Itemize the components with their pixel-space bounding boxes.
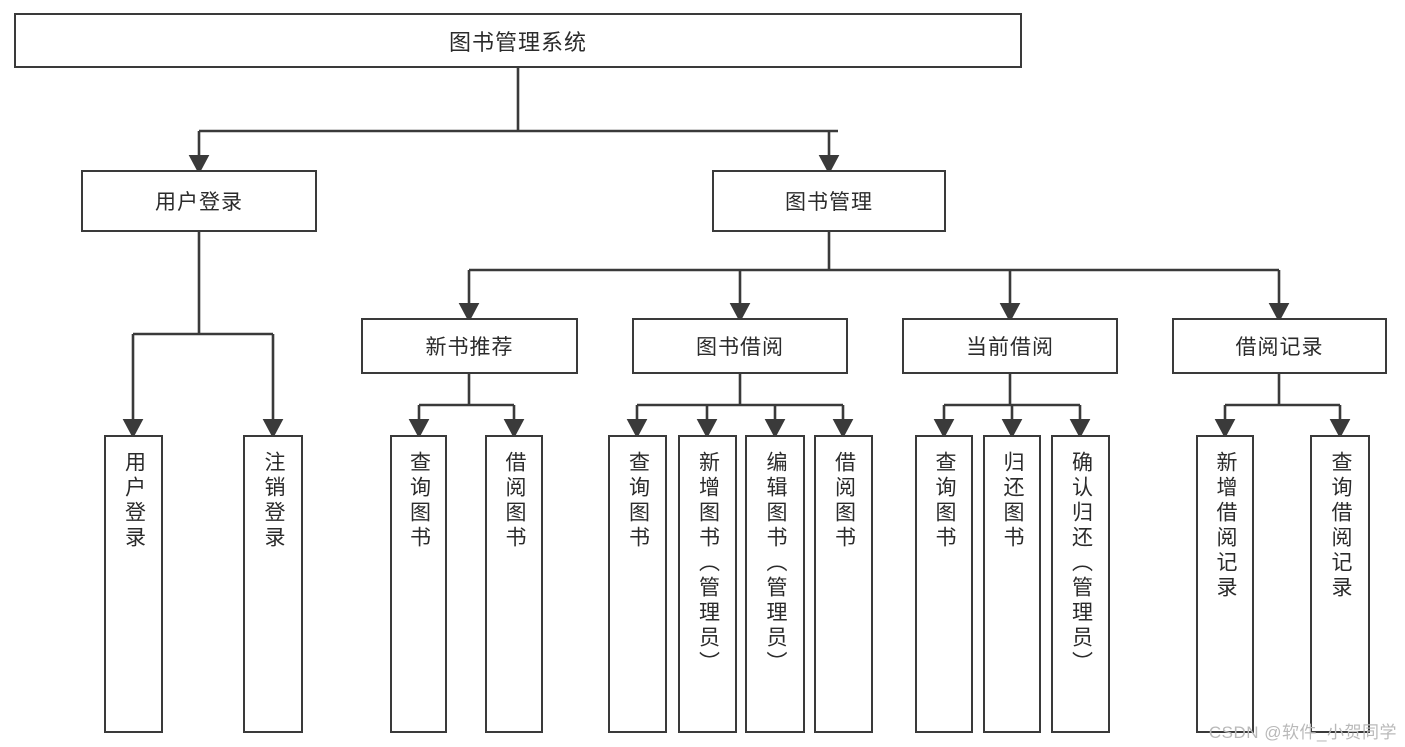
node-root-label: 图书管理系统 <box>448 29 587 55</box>
leaf-add-borrow-record[interactable]: 新增借阅记录 <box>1196 435 1254 733</box>
node-root[interactable]: 图书管理系统 <box>14 13 1022 68</box>
leaf-query-book-1-label: 查询图书 <box>407 451 431 551</box>
node-borrow-record[interactable]: 借阅记录 <box>1172 318 1387 374</box>
leaf-confirm-return[interactable]: 确认归还（管理员） <box>1051 435 1110 733</box>
leaf-user-login-label: 用户登录 <box>122 451 146 551</box>
leaf-borrow-book-1-label: 借阅图书 <box>503 451 527 551</box>
leaf-logout-label: 注销登录 <box>262 451 286 551</box>
leaf-query-book-2[interactable]: 查询图书 <box>608 435 667 733</box>
leaf-query-book-3[interactable]: 查询图书 <box>915 435 973 733</box>
leaf-confirm-return-label: 确认归还（管理员） <box>1069 451 1093 676</box>
node-new-book-recommend-label: 新书推荐 <box>425 336 514 359</box>
node-current-borrow-label: 当前借阅 <box>966 336 1054 359</box>
node-user-login[interactable]: 用户登录 <box>81 170 317 232</box>
leaf-add-book-label: 新增图书（管理员） <box>696 451 720 676</box>
leaf-borrow-book-1[interactable]: 借阅图书 <box>485 435 543 733</box>
node-book-management-label: 图书管理 <box>785 191 873 214</box>
leaf-query-book-2-label: 查询图书 <box>626 451 650 551</box>
leaf-query-book-3-label: 查询图书 <box>933 451 957 551</box>
node-book-borrow[interactable]: 图书借阅 <box>632 318 848 374</box>
leaf-query-borrow-record-label: 查询借阅记录 <box>1329 451 1353 601</box>
leaf-add-borrow-record-label: 新增借阅记录 <box>1214 451 1238 601</box>
leaf-add-book[interactable]: 新增图书（管理员） <box>678 435 737 733</box>
leaf-return-book-label: 归还图书 <box>1001 451 1025 551</box>
node-borrow-record-label: 借阅记录 <box>1235 336 1324 359</box>
node-new-book-recommend[interactable]: 新书推荐 <box>361 318 578 374</box>
node-book-management[interactable]: 图书管理 <box>712 170 946 232</box>
leaf-query-borrow-record[interactable]: 查询借阅记录 <box>1310 435 1370 733</box>
leaf-edit-book[interactable]: 编辑图书（管理员） <box>745 435 805 733</box>
leaf-edit-book-label: 编辑图书（管理员） <box>764 451 788 676</box>
leaf-logout[interactable]: 注销登录 <box>243 435 303 733</box>
node-current-borrow[interactable]: 当前借阅 <box>902 318 1118 374</box>
node-user-login-label: 用户登录 <box>155 191 243 214</box>
leaf-borrow-book-2-label: 借阅图书 <box>832 451 856 551</box>
node-book-borrow-label: 图书借阅 <box>696 336 784 359</box>
leaf-user-login[interactable]: 用户登录 <box>104 435 163 733</box>
leaf-query-book-1[interactable]: 查询图书 <box>390 435 447 733</box>
leaf-borrow-book-2[interactable]: 借阅图书 <box>814 435 873 733</box>
leaf-return-book[interactable]: 归还图书 <box>983 435 1041 733</box>
